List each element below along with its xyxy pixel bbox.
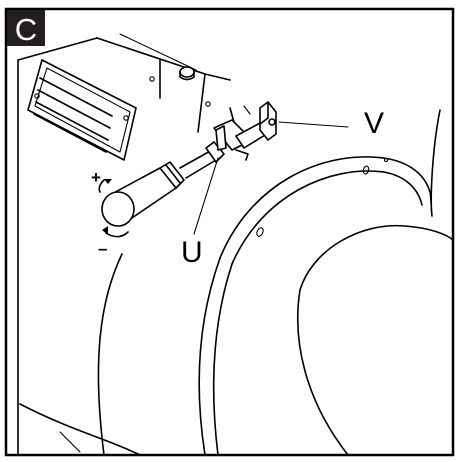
panel-letter: C: [15, 12, 37, 47]
vent-grille: [27, 59, 137, 161]
label-plus: +: [91, 168, 101, 187]
leader-line-v: [278, 121, 349, 128]
panel-frame: [4, 7, 455, 457]
label-v: V: [364, 107, 384, 140]
label-minus: –: [98, 239, 107, 258]
leader-line-u: [193, 157, 219, 235]
machine-housing: [17, 33, 231, 456]
adjustment-tool: [98, 141, 225, 238]
label-u: U: [181, 236, 203, 269]
panel-letter-badge: [7, 10, 45, 46]
bracket-assembly: [213, 101, 277, 161]
wheel-drum: [198, 109, 454, 456]
